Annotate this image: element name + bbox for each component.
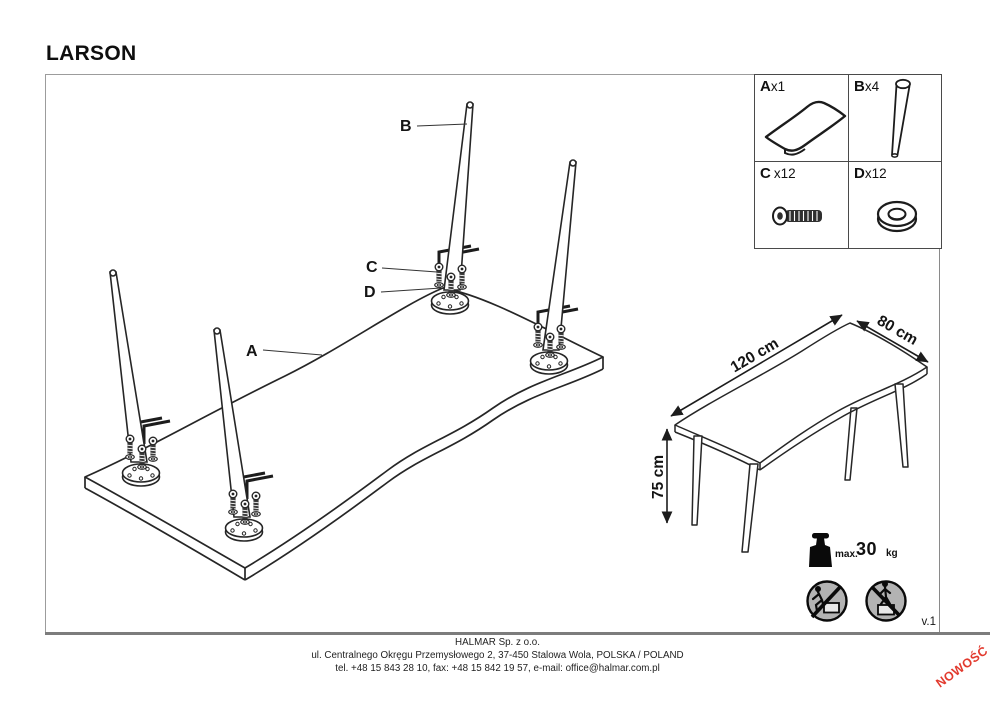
tabletop-icon — [764, 100, 847, 156]
part-label: Ax1 — [760, 78, 785, 95]
label-screw: C — [366, 259, 378, 276]
part-label: Dx12 — [854, 165, 887, 182]
product-title: LARSON — [46, 42, 137, 65]
footer-divider — [45, 632, 990, 635]
max-load-value: 30 — [856, 539, 878, 559]
footer-company: HALMAR Sp. z o.o. — [455, 637, 540, 648]
footer-address: ul. Centralnego Okręgu Przemysłowego 2, … — [311, 650, 684, 661]
max-load-label: max. — [835, 549, 858, 560]
screw-icon — [772, 206, 822, 226]
part-letter: D — [854, 165, 865, 182]
part-label: Bx4 — [854, 78, 879, 95]
part-count: x12 — [864, 166, 887, 181]
label-tabletop: A — [246, 343, 258, 360]
footer-contact: tel. +48 15 843 28 10, fax: +48 15 842 1… — [335, 663, 660, 674]
parts-cell-screw: C x12 — [755, 161, 848, 248]
parts-cell-tabletop: Ax1 — [755, 75, 848, 161]
label-leg: B — [400, 118, 412, 135]
part-count: x4 — [864, 79, 880, 94]
parts-cell-leg: Bx4 — [848, 75, 942, 161]
part-label: C x12 — [760, 165, 796, 182]
diagram-border-box — [45, 74, 940, 633]
label-washer: D — [364, 284, 376, 301]
part-count: x12 — [773, 166, 796, 181]
leg-icon — [891, 78, 911, 158]
footer: HALMAR Sp. z o.o. ul. Centralnego Okręgu… — [0, 636, 995, 675]
part-count: x1 — [770, 79, 786, 94]
parts-cell-washer: Dx12 — [848, 161, 942, 248]
part-letter: B — [854, 78, 865, 95]
parts-list: Ax1 Bx4 C x12 — [754, 74, 942, 249]
dimension-height: 75 cm — [650, 455, 667, 499]
washer-icon — [876, 200, 918, 233]
max-load-unit: kg — [886, 548, 898, 559]
part-letter: C — [760, 165, 771, 182]
part-letter: A — [760, 78, 771, 95]
version-label: v.1 — [921, 616, 937, 628]
